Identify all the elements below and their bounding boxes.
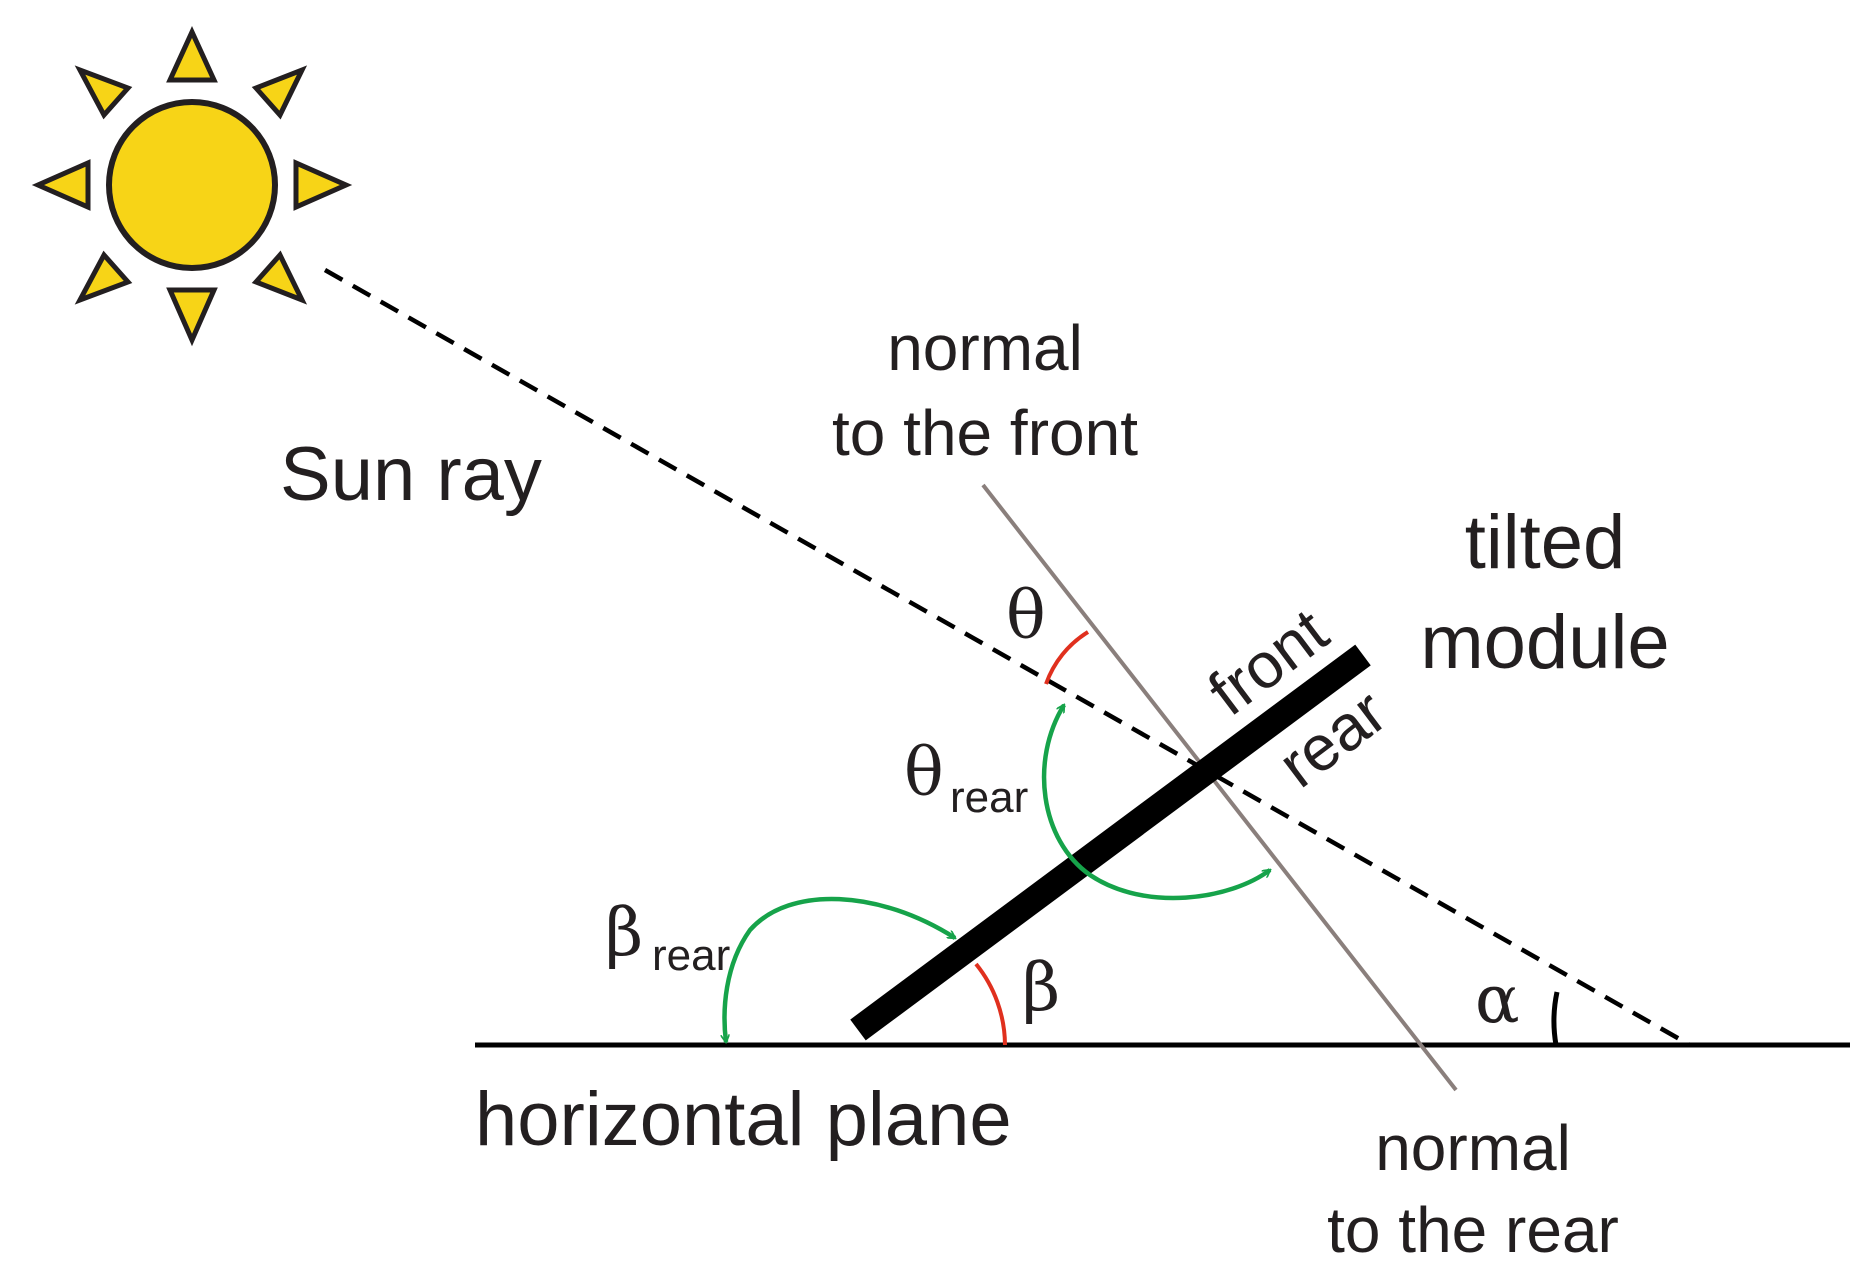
theta-symbol: θ: [1006, 577, 1046, 654]
rear-label: rear: [1265, 675, 1399, 801]
normal-rear-label-line2: to the rear: [1327, 1194, 1619, 1266]
tilted-label-line1: tilted: [1465, 500, 1626, 585]
beta-rear-subscript: rear: [652, 931, 730, 980]
horizontal-plane-label: horizontal plane: [475, 1077, 1012, 1162]
theta-rear-label: θ rear: [904, 734, 1028, 822]
beta-rear-symbol: β: [605, 894, 643, 971]
beta-rear-label: β rear: [605, 894, 730, 980]
tilted-module-bar: [850, 644, 1371, 1041]
theta-arc: [1044, 630, 1090, 685]
normal-rear-label-line1: normal: [1375, 1112, 1571, 1184]
beta-arc: [974, 962, 1007, 1046]
theta-rear-arrow: [1041, 705, 1270, 901]
theta-rear-subscript: rear: [950, 773, 1028, 822]
beta-symbol: β: [1022, 949, 1060, 1026]
normal-front-label-line1: normal: [887, 312, 1083, 384]
normal-front-label-line2: to the front: [832, 397, 1138, 469]
beta-rear-arrow: [725, 896, 955, 1042]
alpha-arc: [1551, 991, 1560, 1046]
sun-ray-line: [323, 268, 1692, 1047]
theta-rear-symbol: θ: [904, 734, 944, 811]
tilted-label-line2: module: [1420, 600, 1669, 685]
alpha-symbol: α: [1475, 961, 1520, 1038]
sun-icon: [31, 25, 353, 347]
sun-ray-label: Sun ray: [280, 432, 542, 517]
